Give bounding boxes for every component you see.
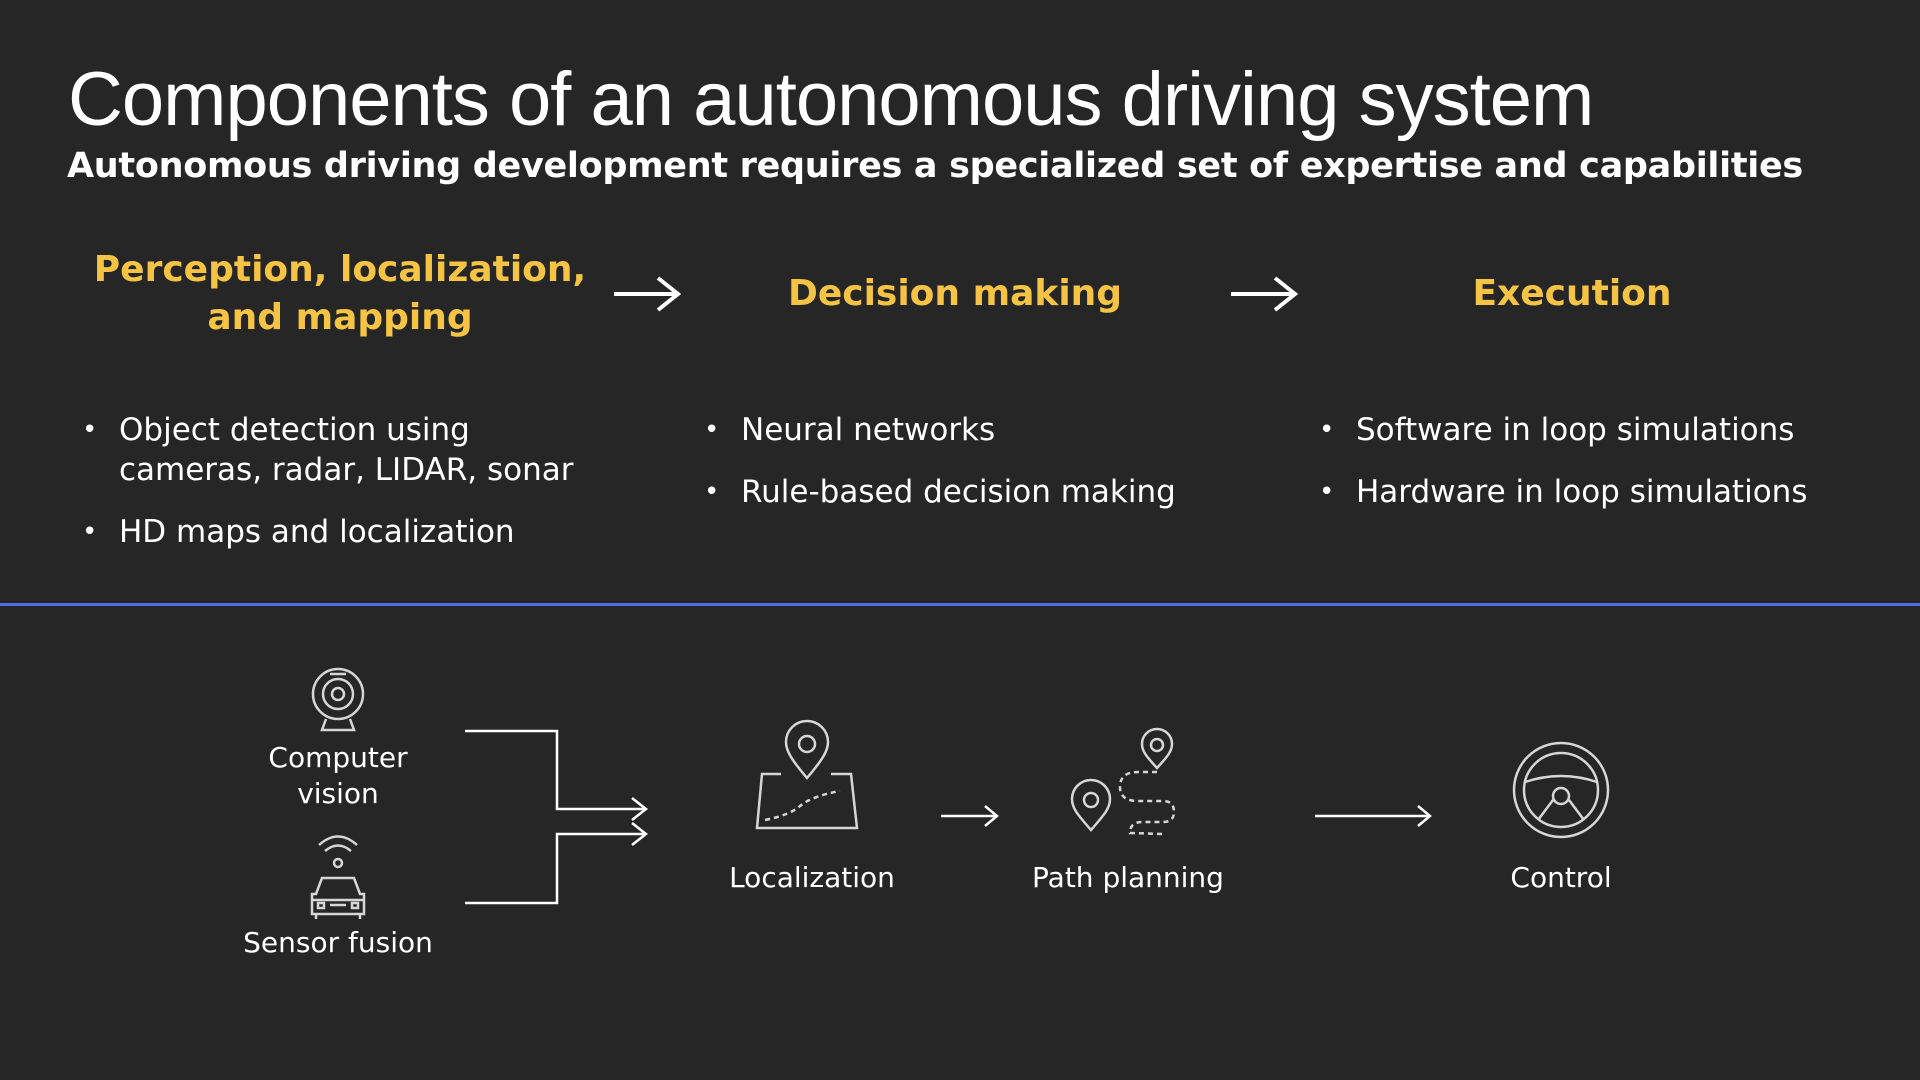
localization-label: Localization <box>729 861 895 894</box>
webcam-icon <box>311 667 365 732</box>
computer-vision-label: Computer vision <box>268 741 408 810</box>
arrow-right-icon <box>1315 805 1432 827</box>
map-pin-icon <box>755 719 859 830</box>
connected-car-icon <box>310 835 366 919</box>
list-item: Object detection using cameras, radar, L… <box>82 410 642 490</box>
stage-title-decision-making: Decision making <box>787 273 1123 314</box>
slide-subtitle: Autonomous driving development requires … <box>67 146 1803 186</box>
list-item: Hardware in loop simulations <box>1319 472 1899 512</box>
slide-title: Components of an autonomous driving syst… <box>68 57 1594 142</box>
list-item: Rule-based decision making <box>704 472 1264 512</box>
perception-bullet-list: Object detection using cameras, radar, L… <box>82 410 642 574</box>
merge-connector <box>465 729 649 905</box>
steering-wheel-icon <box>1512 741 1610 839</box>
arrow-right-icon <box>941 805 999 827</box>
control-label: Control <box>1510 861 1612 894</box>
list-item: HD maps and localization <box>82 512 642 552</box>
sensor-fusion-label: Sensor fusion <box>243 926 433 959</box>
list-item: Software in loop simulations <box>1319 410 1899 450</box>
stage-title-perception: Perception, localization, and mapping <box>93 249 587 338</box>
execution-bullet-list: Software in loop simulations Hardware in… <box>1319 410 1899 534</box>
arrow-right-icon <box>1231 276 1299 312</box>
route-icon <box>1070 727 1176 836</box>
decision-bullet-list: Neural networks Rule-based decision maki… <box>704 410 1264 534</box>
arrow-right-icon <box>614 276 682 312</box>
path-planning-label: Path planning <box>1032 861 1224 894</box>
list-item: Neural networks <box>704 410 1264 450</box>
stage-title-execution: Execution <box>1472 273 1672 314</box>
section-divider <box>0 603 1920 606</box>
